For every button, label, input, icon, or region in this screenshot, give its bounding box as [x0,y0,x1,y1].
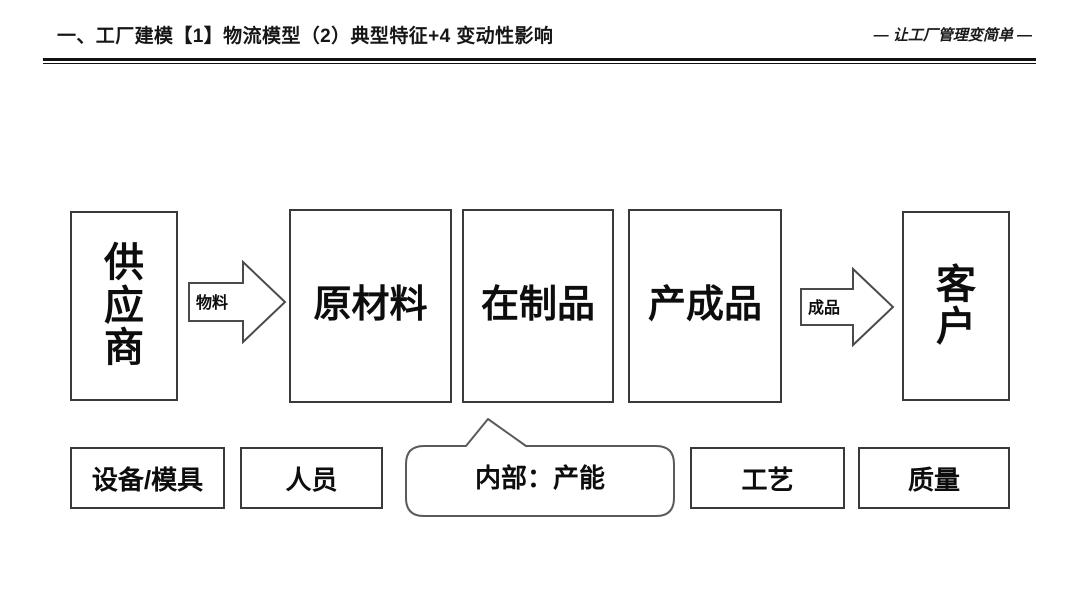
resource-node-process: 工艺 [690,447,845,509]
flow-node-supplier-char-3: 商 [104,326,144,371]
resource-node-process-label: 工艺 [741,464,794,495]
resource-node-capacity: 内部：产能 [404,414,676,518]
flow-node-finished-goods-label: 产成品 [647,283,762,326]
block-arrow-icon [188,259,287,345]
flow-node-supplier-char-1: 供 [104,241,144,286]
flow-arrow-finished-label: 成品 [808,300,841,317]
flow-arrow-material-label: 物料 [196,295,229,312]
flow-node-finished-goods: 产成品 [628,209,782,403]
resource-node-equipment-label: 设备/模具 [91,464,204,495]
resource-node-equipment: 设备/模具 [70,447,225,509]
slide-header: 一、工厂建模【1】物流模型（2）典型特征+4 变动性影响 — 让工厂管理变简单 … [0,0,1080,72]
resource-node-people-label: 人员 [285,464,338,495]
header-rule-thick [43,58,1036,61]
resource-node-quality-label: 质量 [907,464,960,495]
flow-arrow-finished: 成品 [799,266,895,348]
flow-node-supplier: 供 应 商 [70,211,178,401]
flow-node-work-in-process: 在制品 [462,209,614,403]
resource-node-quality: 质量 [858,447,1010,509]
callout-bubble-icon [405,418,675,517]
header-tagline: — 让工厂管理变简单 — [873,27,1032,44]
flow-node-customer-char-2: 户 [936,305,976,349]
flow-node-work-in-process-label: 在制品 [480,283,595,326]
flow-node-supplier-char-2: 应 [104,283,144,328]
header-rule-thin [43,63,1036,64]
flow-node-raw-material: 原材料 [289,209,452,403]
flow-node-customer: 客 户 [902,211,1010,401]
resource-node-capacity-label: 内部：产能 [474,463,605,493]
page-title: 一、工厂建模【1】物流模型（2）典型特征+4 变动性影响 [57,26,554,47]
block-arrow-icon [800,266,895,348]
flow-node-raw-material-label: 原材料 [313,283,428,326]
flow-arrow-material: 物料 [187,259,287,345]
flow-node-customer-char-1: 客 [936,262,976,307]
resource-node-people: 人员 [240,447,383,509]
